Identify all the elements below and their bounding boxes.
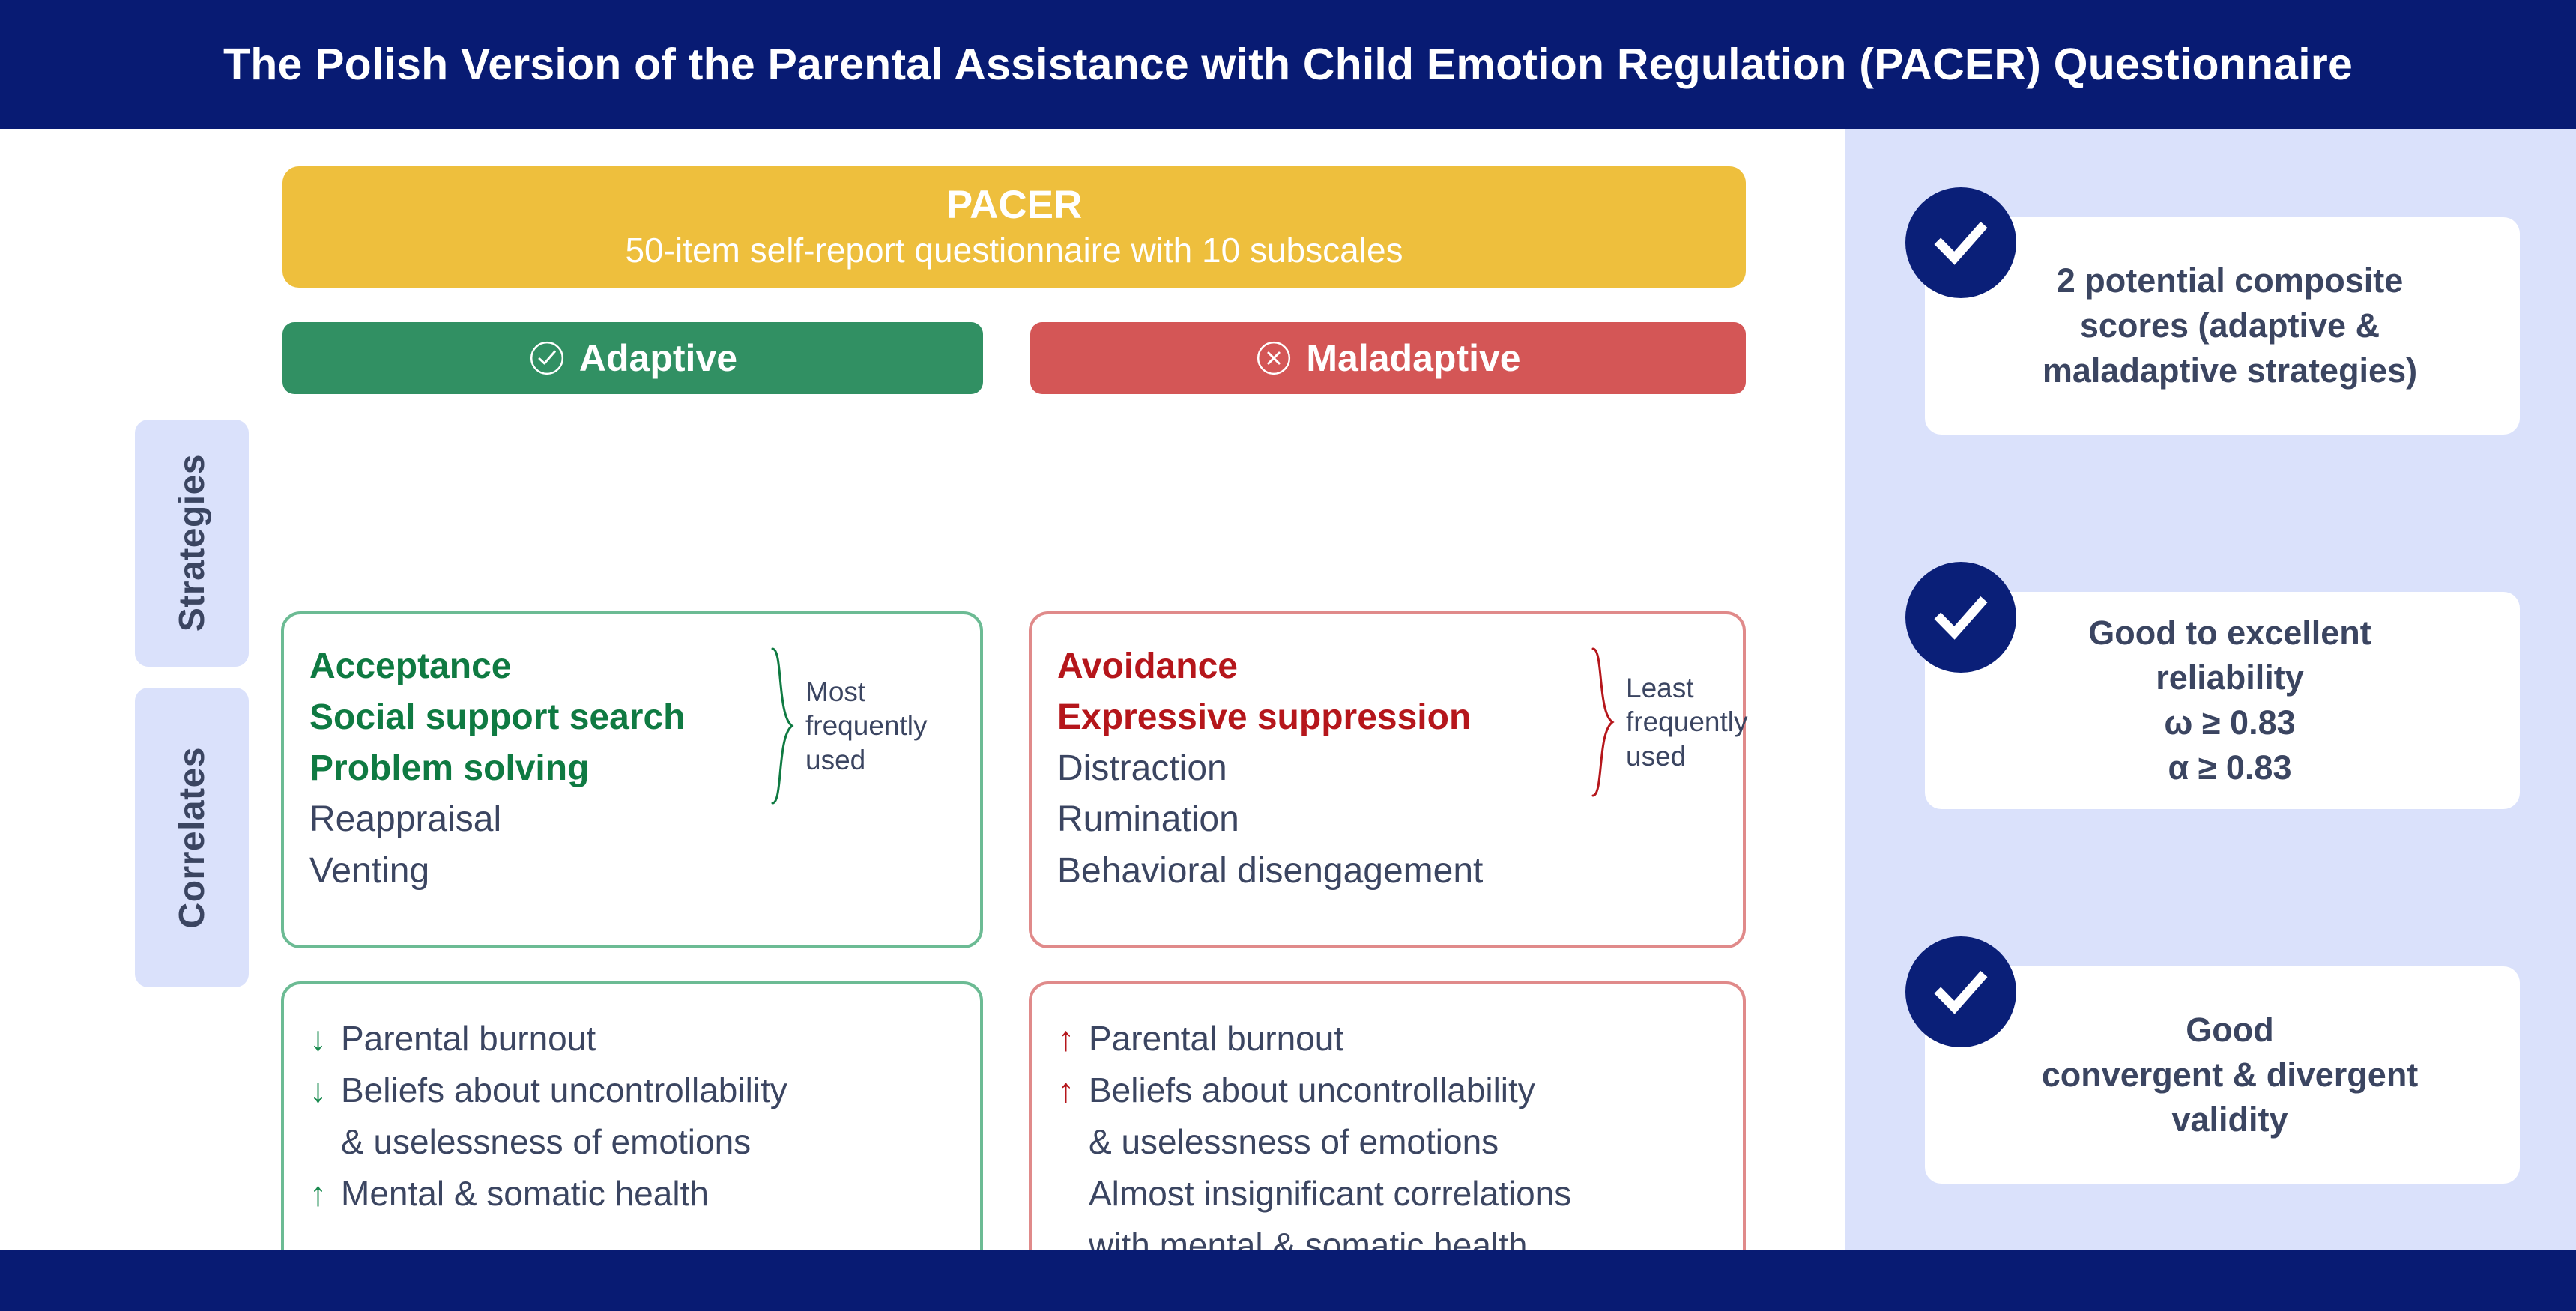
page-title: The Polish Version of the Parental Assis… bbox=[223, 40, 2353, 89]
strategy-item: Expressive suppression bbox=[1057, 697, 1472, 738]
check-badge-icon bbox=[1905, 562, 2016, 673]
correlate-text: Mental & somatic health bbox=[341, 1174, 709, 1213]
highlights-sidebar: 2 potential composite scores (adaptive &… bbox=[1845, 129, 2576, 1250]
correlate-text: Beliefs about uncontrollability bbox=[341, 1071, 787, 1109]
pacer-title: PACER bbox=[946, 182, 1083, 227]
check-icon bbox=[1934, 222, 1988, 265]
strategy-item: Rumination bbox=[1057, 799, 1239, 840]
correlate-line: ↓ Beliefs about uncontrollability bbox=[309, 1065, 980, 1116]
main-diagram-area: PACER 50-item self-report questionnaire … bbox=[0, 129, 1845, 1295]
strategy-item: Social support search bbox=[309, 697, 686, 738]
title-bar: The Polish Version of the Parental Assis… bbox=[0, 0, 2576, 129]
row-label-strategies: Strategies bbox=[135, 420, 249, 667]
correlate-text: Beliefs about uncontrollability bbox=[1089, 1071, 1535, 1109]
pacer-subtitle: 50-item self-report questionnaire with 1… bbox=[625, 231, 1403, 270]
check-icon bbox=[1934, 596, 1988, 640]
correlate-text: Almost insignificant correlations bbox=[1089, 1174, 1572, 1213]
strategy-item: Reappraisal bbox=[309, 799, 502, 840]
arrow-up-icon: ↑ bbox=[309, 1174, 327, 1213]
arrow-down-icon: ↓ bbox=[309, 1019, 327, 1058]
highlight-card: Good to excellent reliability ω ≥ 0.83 α… bbox=[1925, 592, 2520, 809]
circle-x-icon bbox=[1257, 341, 1291, 375]
arrow-up-icon: ↑ bbox=[1057, 1019, 1074, 1058]
correlate-line: ↑ Beliefs about uncontrollability bbox=[1057, 1065, 1743, 1116]
frequency-note-adaptive: Most frequently used bbox=[805, 676, 928, 775]
column-label-maladaptive: Maladaptive bbox=[1306, 337, 1521, 379]
arrow-down-icon: ↓ bbox=[309, 1071, 327, 1109]
strategy-item: Problem solving bbox=[309, 748, 590, 789]
pacer-banner: PACER 50-item self-report questionnaire … bbox=[282, 166, 1746, 288]
correlate-line: & uselessness of emotions bbox=[309, 1116, 980, 1168]
correlates-adaptive-list: ↓ Parental burnout ↓ Beliefs about uncon… bbox=[309, 1011, 980, 1220]
strategy-item: Acceptance bbox=[309, 647, 512, 686]
strategies-maladaptive-list: Avoidance Expressive suppression Distrac… bbox=[1057, 641, 1743, 897]
highlight-item: Good convergent & divergent validity bbox=[1905, 936, 2520, 1184]
row-label-strategies-text: Strategies bbox=[172, 454, 212, 632]
highlight-text: Good to excellent reliability ω ≥ 0.83 α… bbox=[2088, 614, 2371, 787]
highlight-card: 2 potential composite scores (adaptive &… bbox=[1925, 217, 2520, 435]
check-badge-icon bbox=[1905, 936, 2016, 1047]
correlate-text: Parental burnout bbox=[341, 1019, 596, 1058]
correlate-text: & uselessness of emotions bbox=[341, 1122, 752, 1161]
curly-brace-icon bbox=[771, 647, 794, 805]
highlight-text: 2 potential composite scores (adaptive &… bbox=[2042, 261, 2418, 390]
column-header-adaptive: Adaptive bbox=[282, 322, 983, 394]
correlate-line: ↑ Mental & somatic health bbox=[309, 1168, 980, 1220]
frequency-annotation-adaptive: Most frequently used bbox=[770, 647, 928, 805]
correlate-text: & uselessness of emotions bbox=[1089, 1122, 1499, 1161]
correlate-text: Parental burnout bbox=[1089, 1019, 1344, 1058]
highlight-card: Good convergent & divergent validity bbox=[1925, 966, 2520, 1184]
highlight-text: Good convergent & divergent validity bbox=[2041, 1011, 2419, 1139]
strategy-item: Venting bbox=[309, 850, 430, 891]
circle-check-icon bbox=[530, 341, 563, 375]
arrow-up-icon: ↑ bbox=[1057, 1071, 1074, 1109]
curly-brace-icon bbox=[1591, 647, 1615, 797]
frequency-note-maladaptive: Least frequently used bbox=[1626, 673, 1748, 772]
correlate-line: ↑ Parental burnout bbox=[1057, 1013, 1743, 1065]
correlate-line: & uselessness of emotions bbox=[1057, 1116, 1743, 1168]
strategies-maladaptive-box: Avoidance Expressive suppression Distrac… bbox=[1029, 611, 1748, 948]
row-label-correlates-text: Correlates bbox=[172, 746, 212, 929]
bottom-bar bbox=[0, 1250, 2576, 1311]
strategy-item: Distraction bbox=[1057, 748, 1227, 789]
correlate-line: Almost insignificant correlations bbox=[1057, 1168, 1743, 1220]
check-icon bbox=[1934, 971, 1988, 1014]
row-label-correlates: Correlates bbox=[135, 688, 249, 987]
correlates-maladaptive-box: ↑ Parental burnout ↑ Beliefs about uncon… bbox=[1029, 981, 1746, 1295]
correlates-maladaptive-list: ↑ Parental burnout ↑ Beliefs about uncon… bbox=[1057, 1011, 1743, 1271]
check-badge-icon bbox=[1905, 187, 2016, 298]
highlight-item: 2 potential composite scores (adaptive &… bbox=[1905, 187, 2520, 435]
column-label-adaptive: Adaptive bbox=[578, 337, 738, 379]
highlight-item: Good to excellent reliability ω ≥ 0.83 α… bbox=[1905, 562, 2520, 809]
strategies-adaptive-box: Acceptance Social support search Problem… bbox=[281, 611, 983, 948]
strategy-item: Avoidance bbox=[1057, 647, 1238, 686]
correlate-line: ↓ Parental burnout bbox=[309, 1013, 980, 1065]
frequency-annotation-maladaptive: Least frequently used bbox=[1590, 647, 1748, 797]
strategies-adaptive-list: Acceptance Social support search Problem… bbox=[309, 641, 980, 897]
column-header-maladaptive: Maladaptive bbox=[1030, 322, 1746, 394]
strategy-item: Behavioral disengagement bbox=[1057, 850, 1484, 891]
correlates-adaptive-box: ↓ Parental burnout ↓ Beliefs about uncon… bbox=[281, 981, 983, 1295]
